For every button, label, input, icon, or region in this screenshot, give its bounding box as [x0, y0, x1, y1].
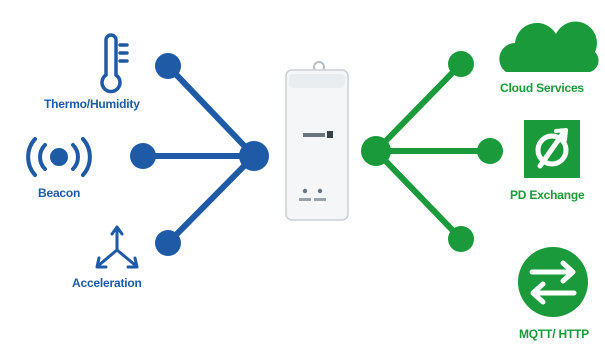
node-thermo	[155, 53, 181, 79]
device-led-label-2	[314, 198, 326, 201]
node-cloud	[448, 51, 474, 77]
node-hub-left	[239, 141, 269, 171]
connector-thermo	[165, 63, 257, 159]
cloud-icon	[499, 21, 599, 72]
label-acceleration: Acceleration	[72, 276, 142, 290]
device-brand-mark	[303, 133, 325, 137]
node-acceleration	[155, 230, 181, 256]
connector-cloud	[373, 61, 464, 154]
connector-acceleration	[165, 153, 257, 246]
label-pd-exchange: PD Exchange	[510, 188, 585, 202]
thermometer-icon	[100, 33, 129, 94]
label-cloud-services: Cloud Services	[500, 81, 584, 95]
gateway-device	[285, 61, 349, 221]
node-pd	[477, 138, 503, 164]
beacon-icon	[26, 137, 92, 177]
swap-arrows-icon	[518, 247, 588, 317]
service-nodes	[361, 51, 503, 252]
connector-mqtt	[373, 148, 464, 242]
service-connectors	[373, 61, 493, 242]
pd-exchange-icon	[524, 120, 580, 178]
device-led-2	[317, 188, 323, 194]
device-body	[285, 69, 349, 221]
node-mqtt	[448, 226, 474, 252]
label-thermo-humidity: Thermo/Humidity	[44, 97, 140, 111]
device-brand-square	[327, 131, 333, 138]
node-hub-right	[361, 136, 391, 166]
node-beacon	[130, 143, 156, 169]
label-mqtt-http: MQTT/ HTTP	[519, 327, 589, 341]
acceleration-axes-icon	[95, 225, 139, 269]
device-led-1	[302, 188, 308, 194]
sensor-connectors	[140, 63, 257, 246]
device-top-shade	[289, 74, 345, 88]
device-led-label-1	[299, 198, 311, 201]
sensor-nodes	[130, 53, 269, 256]
label-beacon: Beacon	[38, 186, 81, 200]
